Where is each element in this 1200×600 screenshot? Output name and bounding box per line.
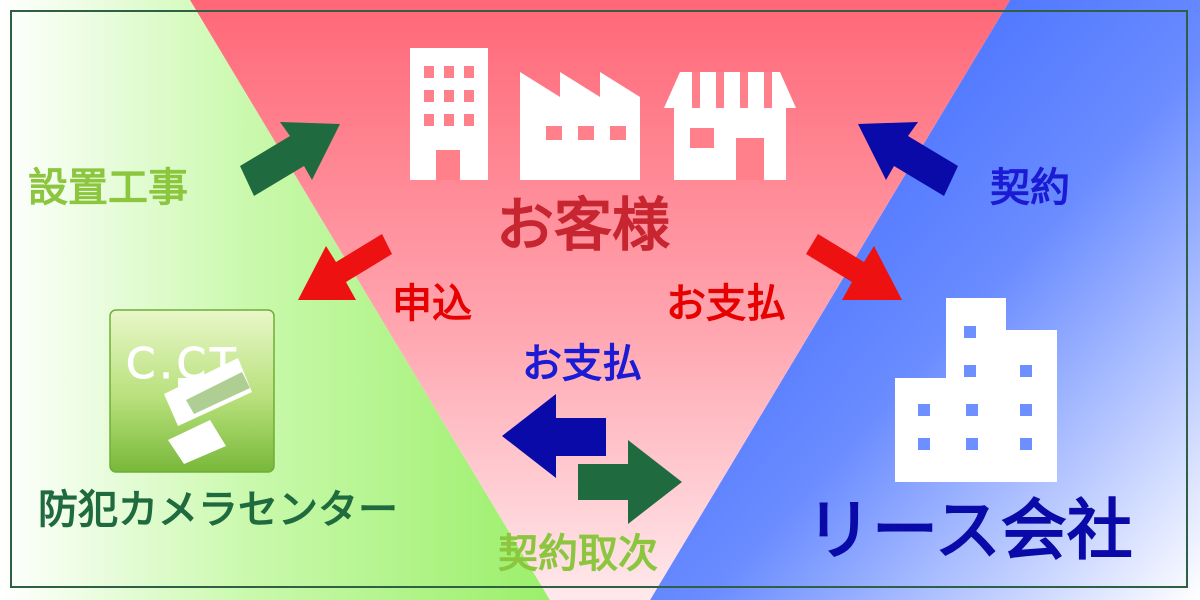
application-label: 申込 [392,281,472,327]
lease-building-icon [895,298,1057,482]
payment-arrow-to-lease [806,234,902,300]
installation-label: 設置工事 [28,165,188,211]
contract-agency-label: 契約取次 [498,531,658,577]
camera-logo-text: C.CT [126,339,240,388]
contract-label: 契約 [990,165,1070,211]
payment-label-center: お支払 [522,341,642,387]
lease-company-label: リース会社 [806,492,1133,569]
application-arrow [298,234,392,300]
blue-panel [650,0,1200,600]
contract-arrow [858,122,958,196]
red-panel [190,0,1010,600]
payment-label-right: お支払 [666,281,786,327]
shop-icon [664,72,796,180]
office-building-icon [410,48,488,180]
customer-label: お客様 [496,191,671,259]
cctv-camera-icon [109,309,275,473]
installation-arrow [240,122,340,196]
security-center-label: 防犯カメラセンター [38,487,398,533]
agency-arrow-right [578,440,682,524]
factory-icon [520,72,640,180]
payment-arrow-left [502,394,606,478]
